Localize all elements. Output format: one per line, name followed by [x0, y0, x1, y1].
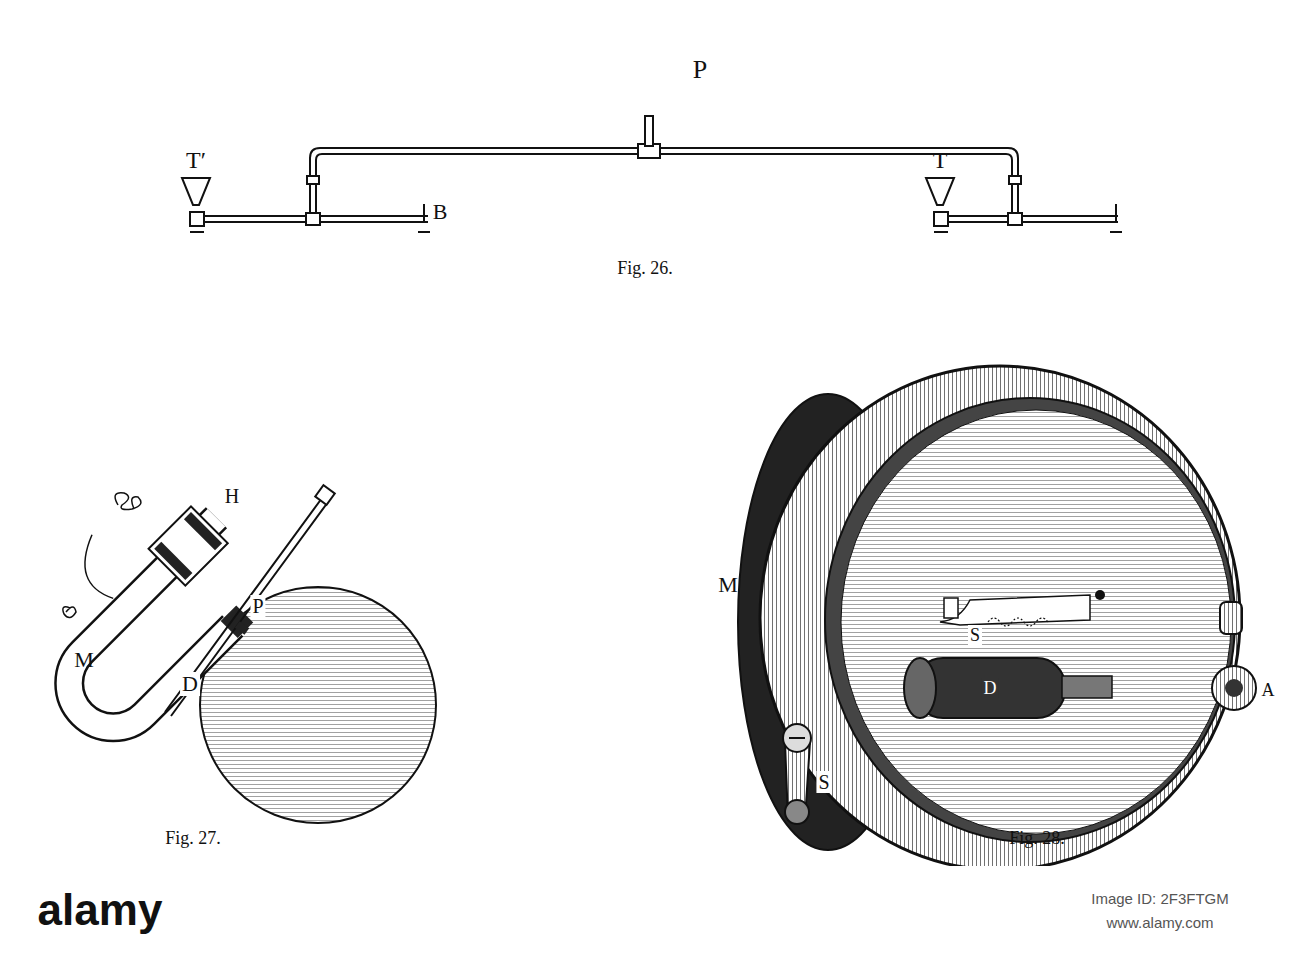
part-letter: M: [74, 649, 94, 671]
part-letter: A: [1262, 681, 1275, 699]
part-letter: P: [250, 595, 265, 617]
part-letter: D: [982, 678, 999, 698]
watermark-url: www.alamy.com: [1106, 915, 1213, 930]
part-letter: T′: [186, 148, 206, 172]
part-letter: T: [933, 148, 948, 172]
receiver-figure: [738, 366, 1256, 870]
watermark-logo: alamy: [38, 888, 163, 932]
part-letter: D: [180, 672, 200, 696]
watermark-band: [0, 866, 1300, 954]
part-letter: S: [816, 771, 831, 793]
part-letter: S: [968, 625, 982, 645]
part-letter: H: [223, 485, 241, 507]
figure-caption: Fig. 27.: [165, 829, 221, 847]
figure-caption: Fig. 26.: [617, 259, 673, 277]
part-letter: M: [718, 574, 738, 596]
figure-caption: Fig. 28.: [1009, 829, 1065, 847]
part-letter: P: [693, 57, 707, 83]
magnet-figure: [0, 464, 436, 823]
part-letter: B: [433, 201, 448, 223]
pipe-figure: [182, 116, 1122, 232]
watermark-id: Image ID: 2F3FTGM: [1091, 891, 1229, 906]
